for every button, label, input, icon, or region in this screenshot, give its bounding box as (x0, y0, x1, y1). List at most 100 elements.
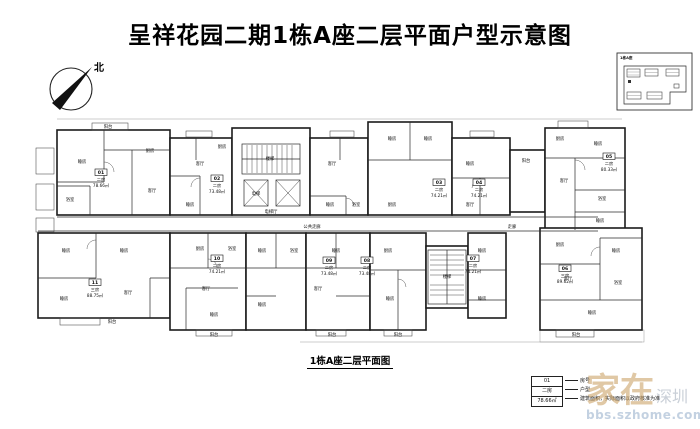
room-label: 睡房 (388, 135, 397, 142)
room-label: 楼梯 (266, 155, 275, 162)
room-label: 阳台 (210, 331, 219, 338)
legend-label-roomno: 房号 (580, 378, 591, 384)
room-label: 二房 (325, 264, 333, 271)
room-label: 睡房 (332, 247, 341, 254)
room-label: 睡房 (60, 295, 69, 302)
room-label: 08 (364, 258, 370, 264)
room-label: 01 (98, 170, 104, 176)
room-label: 走廊 (508, 223, 517, 230)
partition-walls (38, 122, 642, 330)
legend-connector (565, 398, 578, 399)
room-label: 睡房 (210, 311, 219, 318)
room-label: 73.48㎡ (321, 270, 338, 276)
room-label: 电梯 (252, 190, 261, 197)
room-label: 睡房 (588, 309, 597, 316)
room-label: 浴室 (66, 196, 75, 203)
stairs-core-left (241, 143, 301, 175)
room-label: 睡房 (186, 201, 195, 208)
plan-legend: 01 二房 78.66㎡ 房号 户型 建筑面积，实际面积以政府核准为准 (531, 376, 660, 407)
room-label: 浴室 (614, 279, 623, 286)
legend-connector (565, 380, 578, 381)
room-label: 睡房 (478, 295, 487, 302)
balconies (35, 120, 595, 338)
room-label: 睡房 (386, 295, 395, 302)
room-label: 客厅 (148, 187, 157, 194)
room-label: 睡房 (478, 247, 487, 254)
room-label: 客厅 (314, 285, 323, 292)
room-label: 客厅 (328, 160, 337, 167)
room-label: 阳台 (104, 123, 113, 130)
legend-connector (565, 389, 578, 390)
room-label: 三房 (91, 286, 99, 293)
room-label: 07 (470, 256, 476, 262)
room-label: 电梯厅 (265, 208, 279, 215)
room-label: 二房 (213, 182, 221, 189)
room-label: 睡房 (596, 217, 605, 224)
room-label: 楼梯 (443, 273, 452, 280)
room-label: 浴室 (598, 195, 607, 202)
room-label: 74.21㎡ (465, 268, 482, 274)
room-label: 厨房 (388, 201, 397, 208)
room-label: 客厅 (196, 160, 205, 167)
room-label: 88.75㎡ (87, 292, 104, 298)
room-label: 睡房 (612, 247, 621, 254)
room-label: 睡房 (258, 301, 267, 308)
room-label: 浴室 (290, 247, 299, 254)
room-label: 二房 (435, 186, 443, 193)
keyplan-inset: 1栋A座 (616, 52, 693, 111)
compass-needle-icon (52, 67, 92, 110)
room-label: 03 (436, 180, 442, 186)
corridor (38, 216, 598, 232)
room-label: 二房 (363, 264, 371, 271)
room-label: 80.33㎡ (601, 166, 618, 172)
legend-key-type: 二房 (532, 387, 562, 397)
room-label: 阳台 (522, 157, 531, 164)
room-label: 浴室 (228, 245, 237, 252)
room-label: 73.48㎡ (209, 188, 226, 194)
room-label: 厨房 (556, 135, 565, 142)
room-label: 客厅 (124, 289, 133, 296)
elevators (243, 179, 301, 207)
legend-key-box: 01 二房 78.66㎡ (531, 376, 563, 407)
room-label: 睡房 (424, 135, 433, 142)
room-label: 浴室 (352, 201, 361, 208)
room-label: 睡房 (326, 201, 335, 208)
room-label: 睡房 (594, 140, 603, 147)
plan-caption: 1栋A座二层平面图 (0, 349, 700, 369)
plan-caption-text: 1栋A座二层平面图 (306, 353, 394, 369)
north-compass: 北 (49, 61, 104, 111)
room-label: 睡房 (78, 158, 87, 165)
room-label: 74.21㎡ (209, 268, 226, 274)
unit-labels: 01二房78.66㎡02二房73.48㎡03二房74.21㎡04二房74.21㎡… (87, 152, 618, 298)
room-label: 客厅 (202, 285, 211, 292)
floor-plan: 睡房厨房客厅浴室阳台客厅睡房厨房楼梯电梯厅客厅睡房浴室睡房睡房厨房睡房客厅阳台厨… (35, 118, 645, 343)
room-label: 04 (476, 180, 482, 186)
room-label: 二房 (97, 176, 105, 183)
room-label: 睡房 (466, 160, 475, 167)
room-label: 睡房 (120, 247, 129, 254)
room-label: 客厅 (466, 201, 475, 208)
room-label: 睡房 (62, 247, 71, 254)
room-label: 06 (562, 266, 568, 272)
room-label: 78.66㎡ (93, 182, 110, 188)
room-label: 二房 (475, 186, 483, 193)
room-label: 三房 (561, 272, 569, 279)
room-label: 89.62㎡ (557, 278, 574, 284)
room-label: 厨房 (146, 147, 155, 154)
room-label: 二房 (469, 262, 477, 269)
room-label: 阳台 (572, 331, 581, 338)
room-label: 73.48㎡ (359, 270, 376, 276)
room-label: 09 (326, 258, 332, 264)
room-label: 客厅 (560, 177, 569, 184)
room-label: 74.21㎡ (471, 192, 488, 198)
